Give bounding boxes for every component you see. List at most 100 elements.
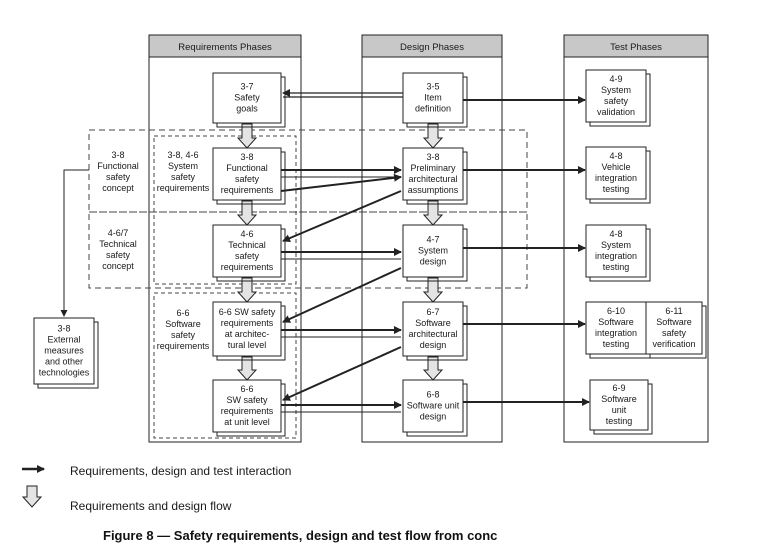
flow-arrow-goals-to-func	[236, 123, 258, 149]
side-label-line: Technical	[99, 239, 137, 249]
flow-arrow-tech-to-swarch	[236, 277, 258, 303]
box-line: 6-10	[607, 306, 625, 316]
box-line: requirements	[221, 262, 274, 272]
flow-arrow-sysdesign-to-swarch	[422, 277, 444, 303]
box-line: architectural	[408, 174, 457, 184]
side-label-line: 3-8	[111, 150, 124, 160]
external-measures-connector	[60, 169, 89, 317]
box-line: tural level	[228, 340, 267, 350]
box-line: 6-8	[426, 390, 439, 400]
legend-label-flow: Requirements and design flow	[70, 499, 232, 513]
box-line: Vehicle	[601, 162, 630, 172]
flow-arrow-item-to-prelim	[422, 123, 444, 149]
box-line: 4-8	[609, 229, 622, 239]
box-line: 4-9	[609, 74, 622, 84]
box-line: requirements	[221, 185, 274, 195]
box-line: safety	[662, 328, 687, 338]
box-line: design	[420, 257, 447, 267]
box-line: Software	[415, 318, 451, 328]
box-line: measures	[44, 346, 84, 356]
box-line: Safety	[234, 93, 260, 103]
process-boxes: 3-7Safetygoals3-5Itemdefinition4-9System…	[33, 69, 707, 437]
side-label-line: System	[168, 161, 198, 171]
arrow-swarchdesign-diag-unit	[282, 346, 402, 401]
box-line: Functional	[226, 163, 268, 173]
side-label-line: 4-6/7	[108, 228, 129, 238]
box-line: 4-8	[609, 151, 622, 161]
box-line: safety	[604, 96, 629, 106]
box-line: and other	[45, 357, 83, 367]
box-line: 3-8	[426, 152, 439, 162]
side-label-line: Functional	[97, 161, 139, 171]
box-line: testing	[606, 416, 633, 426]
box-line: System	[418, 246, 448, 256]
side-label-line: 3-8, 4-6	[167, 150, 198, 160]
figure-caption: Figure 8 — Safety requirements, design a…	[103, 528, 498, 543]
system-safety-requirements-region	[153, 135, 297, 285]
box-line: Item	[424, 93, 442, 103]
box-line: 6-7	[426, 307, 439, 317]
box-line: SW safety	[226, 395, 268, 405]
box-line: verification	[652, 339, 695, 349]
side-label-line: concept	[102, 261, 134, 271]
box-line: 4-7	[426, 235, 439, 245]
box-line: 4-6	[240, 229, 253, 239]
software-safety-requirements-region	[153, 292, 297, 439]
box-line: System	[601, 85, 631, 95]
box-line: 3-8	[240, 152, 253, 162]
box-line: 6-6	[240, 384, 253, 394]
flow-arrow-swarch-to-unitdesign	[422, 356, 444, 381]
box-line: integration	[595, 328, 637, 338]
arrow-func-diag-prelim	[280, 173, 402, 192]
box-line: Software unit	[407, 401, 460, 411]
box-line: Software	[656, 317, 692, 327]
box-line: requirements	[221, 406, 274, 416]
column-header-requirements: Requirements Phases	[178, 42, 272, 53]
side-label-line: concept	[102, 183, 134, 193]
column-requirements: Requirements Phases	[148, 34, 302, 443]
flow-arrow-swarch-to-unit	[236, 356, 258, 381]
box-line: Preliminary	[410, 163, 456, 173]
legend: Requirements, design and test interactio…	[21, 464, 291, 513]
box-line: 6-6 SW safety	[219, 307, 276, 317]
box-line: requirements	[221, 318, 274, 328]
side-label-line: safety	[106, 172, 131, 182]
box-line: safety	[235, 251, 260, 261]
column-header-design: Design Phases	[400, 42, 464, 53]
box-line: architectural	[408, 329, 457, 339]
box-line: design	[420, 340, 447, 350]
flow-arrow-func-to-tech	[236, 200, 258, 226]
side-label-line: safety	[171, 330, 196, 340]
column-design: Design Phases	[361, 34, 503, 443]
box-line: 3-7	[240, 82, 253, 92]
box-line: 6-9	[612, 383, 625, 393]
flow-arrows	[236, 123, 444, 381]
box-line: testing	[603, 339, 630, 349]
side-label-line: requirements	[157, 183, 210, 193]
box-line: System	[601, 240, 631, 250]
column-header-test: Test Phases	[610, 42, 662, 53]
box-line: integration	[595, 173, 637, 183]
box-line: safety	[235, 174, 260, 184]
box-line: assumptions	[408, 185, 459, 195]
side-label-line: safety	[106, 250, 131, 260]
box-line: validation	[597, 107, 635, 117]
technical-safety-concept-region	[88, 211, 528, 289]
